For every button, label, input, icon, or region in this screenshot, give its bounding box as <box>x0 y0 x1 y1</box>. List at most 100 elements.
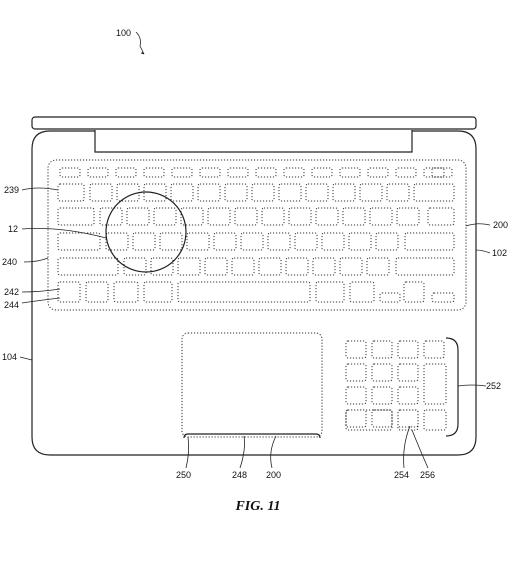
leader-254 <box>403 425 411 469</box>
keypad-key <box>345 340 367 359</box>
key <box>321 232 345 251</box>
key <box>105 232 129 251</box>
function-key <box>255 167 277 178</box>
key <box>153 207 177 226</box>
keypad-key <box>423 340 445 359</box>
key <box>413 183 455 202</box>
keyboard-keys <box>57 167 455 303</box>
key <box>240 232 264 251</box>
function-key <box>171 167 193 178</box>
keypad-key <box>371 340 393 359</box>
detail-circle <box>105 191 187 273</box>
label-12: 12 <box>8 224 18 234</box>
key <box>150 257 174 276</box>
arrow-key <box>379 292 401 303</box>
leader-240 <box>23 257 49 263</box>
leader-100-arrow <box>140 51 145 55</box>
key <box>57 232 101 251</box>
leader-239 <box>21 187 59 191</box>
function-key <box>199 167 221 178</box>
key <box>224 183 248 202</box>
trackpad-bracket <box>183 433 321 439</box>
label-256: 256 <box>420 470 435 480</box>
label-254: 254 <box>394 470 409 480</box>
function-key <box>87 167 109 178</box>
key <box>342 207 366 226</box>
key <box>359 183 383 202</box>
key <box>197 183 221 202</box>
leader-244 <box>21 297 61 304</box>
label-104: 104 <box>2 352 17 362</box>
leader-102 <box>475 249 491 254</box>
keypad-key <box>371 409 393 428</box>
laptop-lid <box>31 116 477 130</box>
function-key <box>339 167 361 178</box>
keypad-bracket <box>445 337 459 437</box>
leader-248 <box>239 435 245 469</box>
key <box>186 232 210 251</box>
key <box>170 183 194 202</box>
key <box>143 281 173 303</box>
key <box>332 183 356 202</box>
laptop-base-housing <box>31 130 477 456</box>
keypad-key <box>345 363 367 382</box>
key <box>315 281 345 303</box>
key <box>305 183 329 202</box>
arrow-key <box>403 281 425 303</box>
key <box>366 257 390 276</box>
function-key <box>59 167 81 178</box>
keypad-key <box>397 363 419 382</box>
keypad-key-wide <box>345 409 393 431</box>
label-239: 239 <box>4 185 19 195</box>
key <box>213 232 237 251</box>
key <box>315 207 339 226</box>
leader-200-bottom <box>270 435 277 469</box>
leader-12 <box>21 228 107 239</box>
key <box>57 207 95 226</box>
label-250: 250 <box>176 470 191 480</box>
label-240: 240 <box>2 257 17 267</box>
key <box>267 232 291 251</box>
label-252: 252 <box>486 381 501 391</box>
function-key <box>431 167 453 178</box>
keypad-key <box>397 409 419 431</box>
label-200-bottom: 200 <box>266 470 281 480</box>
function-key <box>311 167 333 178</box>
keypad-key <box>423 409 447 431</box>
function-key <box>143 167 165 178</box>
label-200: 200 <box>493 220 508 230</box>
keypad-key <box>397 409 419 428</box>
key <box>251 183 275 202</box>
key <box>180 207 204 226</box>
function-key <box>367 167 389 178</box>
key <box>89 183 113 202</box>
key <box>177 257 201 276</box>
key <box>207 207 231 226</box>
function-key <box>227 167 249 178</box>
keyboard-region <box>47 159 467 311</box>
key <box>427 207 455 226</box>
keypad-key-tall <box>423 363 447 405</box>
key <box>57 183 85 202</box>
keypad-key <box>397 386 419 405</box>
leader-256 <box>411 429 429 469</box>
key <box>57 257 119 276</box>
function-key <box>395 167 417 178</box>
space-bar <box>177 281 311 303</box>
key <box>349 281 375 303</box>
figure-caption: FIG. 11 <box>234 499 280 514</box>
leader-252 <box>457 384 487 387</box>
label-100: 100 <box>116 28 131 38</box>
leader-242 <box>21 288 61 293</box>
key <box>231 257 255 276</box>
key <box>288 207 312 226</box>
keypad-key <box>345 409 367 428</box>
key <box>159 232 183 251</box>
key <box>132 232 156 251</box>
leader-250 <box>185 436 190 469</box>
key <box>375 232 399 251</box>
leader-100 <box>135 31 145 55</box>
key <box>123 257 147 276</box>
key <box>126 207 150 226</box>
